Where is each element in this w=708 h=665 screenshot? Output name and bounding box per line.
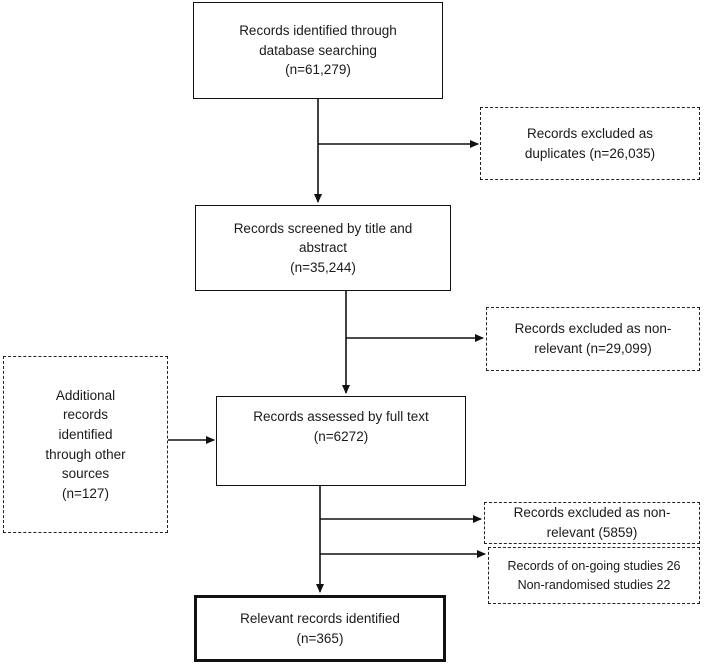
box-line: Records excluded as non- <box>514 321 672 337</box>
box-line: identified <box>58 426 113 442</box>
box-excluded-duplicates: Records excluded as duplicates (n=26,035… <box>480 107 700 180</box>
box-line: relevant (n=29,099) <box>534 341 652 356</box>
box-line: Records identified through <box>239 23 397 39</box>
box-line: through other <box>45 446 126 462</box>
box-records-identified: Records identified through database sear… <box>193 2 443 99</box>
box-line: Records screened by title and <box>233 220 413 236</box>
box-line: Records excluded as non- <box>513 505 671 521</box>
box-line: (n=127) <box>62 485 109 501</box>
box-line: (n=35,244) <box>290 259 356 275</box>
box-records-screened: Records screened by title and abstract (… <box>195 205 451 291</box>
box-line: Relevant records identified <box>240 610 400 626</box>
box-line: database searching <box>259 42 377 58</box>
box-line: abstract <box>298 240 348 256</box>
box-line: Records of on-going studies 26 <box>507 559 681 574</box>
box-line: Records excluded as <box>526 125 654 141</box>
box-line: sources <box>61 466 110 482</box>
box-ongoing-studies: Records of on-going studies 26 Non-rando… <box>488 547 700 604</box>
box-line: relevant (5859) <box>546 525 638 540</box>
box-line: Additional <box>55 387 116 403</box>
box-line: Records assessed by full text <box>253 409 429 424</box>
box-excluded-nonrelevant-1: Records excluded as non- relevant (n=29,… <box>486 307 700 371</box>
box-relevant-records: Relevant records identified (n=365) <box>194 595 446 662</box>
box-records-full-text: Records assessed by full text (n=6272) <box>216 396 466 486</box>
box-line: (n=6272) <box>313 428 369 444</box>
box-line: records <box>62 407 108 423</box>
box-line: (n=365) <box>296 630 344 646</box>
box-line: duplicates (n=26,035) <box>524 145 656 161</box>
box-excluded-nonrelevant-2: Records excluded as non- relevant (5859) <box>484 502 700 544</box>
box-line: Non-randomised studies 22 <box>517 577 671 592</box>
box-line: (n=61,279) <box>285 62 351 78</box>
box-additional-records: Additional records identified through ot… <box>3 356 168 533</box>
